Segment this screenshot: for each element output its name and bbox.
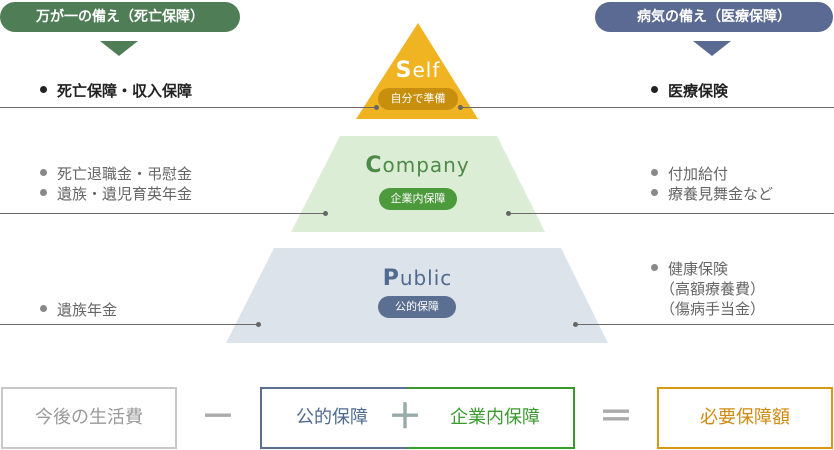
equals-sign: ＝ — [599, 397, 633, 437]
right-down-arrow-icon — [693, 41, 731, 56]
left-public-item: 遺族年金 — [40, 300, 117, 320]
left-company-item-2: 遺族・遺児育英年金 — [40, 184, 192, 204]
company-left-dot — [323, 211, 328, 216]
left-self-item: 死亡保障・収入保障 — [40, 81, 192, 101]
public-badge: 公的保障 — [378, 296, 456, 318]
medical-coverage-header: 病気の備え（医療保障） — [595, 2, 833, 32]
public-title: Public — [382, 266, 453, 291]
self-left-dot — [374, 105, 379, 110]
public-right-dot — [573, 322, 578, 327]
right-self-item: 医療保険 — [651, 81, 728, 101]
company-right-line — [508, 213, 834, 214]
right-company-item-1: 付加給付 — [651, 164, 728, 184]
company-title: Company — [365, 153, 470, 178]
self-left-line — [0, 107, 378, 108]
company-box-border — [407, 387, 575, 449]
company-left-line — [0, 213, 326, 214]
pyramid-public-tier — [226, 248, 608, 343]
death-coverage-header: 万が一の備え（死亡保障） — [0, 2, 240, 32]
company-badge: 企業内保障 — [379, 188, 457, 210]
pyramid-company-tier — [291, 136, 545, 232]
living-cost-box: 今後の生活費 — [1, 387, 177, 449]
right-public-item-2: （高額療養費） — [660, 280, 766, 298]
company-box-label: 企業内保障 — [450, 407, 540, 428]
minus-sign: － — [201, 397, 235, 437]
public-left-dot — [256, 322, 261, 327]
left-company-item-1: 死亡退職金・弔慰金 — [40, 164, 192, 184]
self-right-line — [460, 107, 834, 108]
public-box-label: 公的保障 — [296, 407, 368, 428]
required-coverage-box: 必要保障額 — [657, 387, 833, 449]
public-left-line — [0, 324, 258, 325]
public-right-line — [575, 324, 834, 325]
self-right-dot — [458, 105, 463, 110]
company-right-dot — [506, 211, 511, 216]
left-down-arrow-icon — [100, 41, 138, 56]
self-title: Self — [395, 58, 441, 83]
right-public-item-1: 健康保険 — [651, 259, 728, 279]
plus-sign: ＋ — [388, 397, 422, 437]
self-badge: 自分で準備 — [378, 88, 458, 110]
right-public-item-3: （傷病手当金） — [660, 300, 766, 318]
right-company-item-2: 療養見舞金など — [651, 184, 773, 204]
